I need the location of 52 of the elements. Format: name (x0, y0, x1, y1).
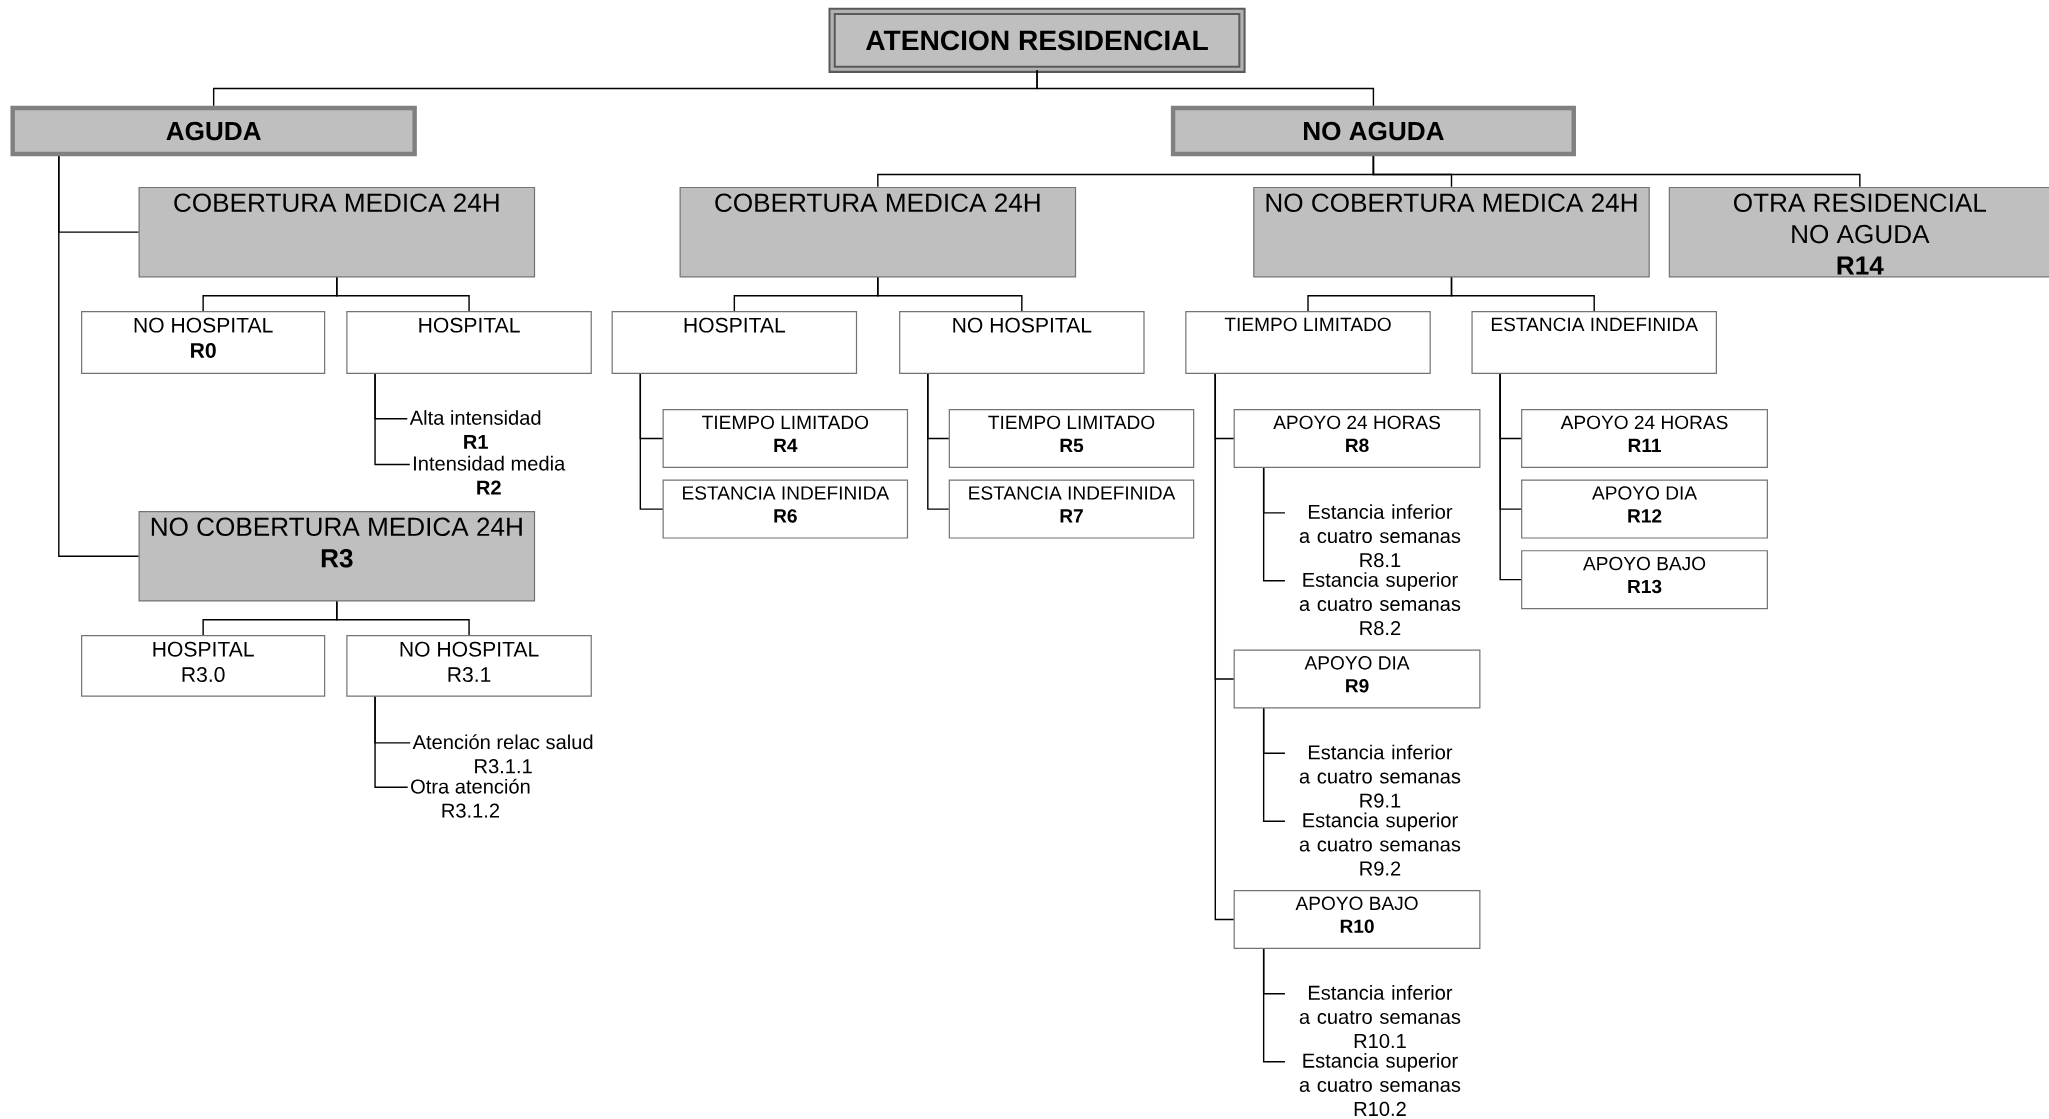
category-band: NO AGUDA (1170, 106, 1576, 157)
connector-line (336, 601, 470, 636)
group-box: COBERTURA MEDICA 24H (138, 187, 536, 278)
category-box: ESTANCIA INDEFINIDA R7 (948, 479, 1195, 539)
category-box: APOYO 24 HORAS R11 (1521, 409, 1768, 469)
category-box: HOSPITAL R3.0 (81, 635, 326, 697)
category-box: APOYO DIA R9 (1233, 649, 1481, 709)
leaf-label: Otra atención R3.1.2 (411, 778, 530, 818)
connector-line (927, 373, 950, 510)
category-box: NO HOSPITAL R3.1 (346, 635, 592, 697)
leaf-label: Estancia superior a cuatro semanas R10.2 (1299, 1053, 1461, 1117)
connector-line (1372, 155, 1861, 188)
connector-line (639, 373, 664, 510)
leaf-label: Intensidad media R2 (414, 456, 566, 495)
connector-line (1214, 373, 1235, 921)
connector-line (1450, 276, 1595, 312)
leaf-label: Estancia superior a cuatro semanas R9.2 (1299, 812, 1461, 876)
group-box: OTRA RESIDENCIAL NO AGUDA R14 (1668, 187, 2049, 278)
category-box: NO HOSPITAL R0 (81, 311, 326, 375)
leaf-label: Estancia superior a cuatro semanas R8.2 (1299, 572, 1461, 636)
leaf-label: Alta intensidad R1 (409, 410, 541, 450)
category-box: ESTANCIA INDEFINIDA (1471, 311, 1717, 375)
connector-line (58, 155, 140, 558)
category-box: HOSPITAL (346, 311, 592, 375)
category-box: APOYO DIA R12 (1521, 479, 1768, 539)
category-box: NO HOSPITAL (899, 311, 1145, 375)
leaf-label: Estancia inferior a cuatro semanas R8.1 (1299, 504, 1461, 568)
connector-line (1036, 69, 1375, 107)
group-box: NO COBERTURA MEDICA 24H (1253, 187, 1650, 278)
category-box: HOSPITAL (611, 311, 858, 375)
connector-line (336, 276, 470, 312)
connector-line (374, 373, 411, 466)
connector-line (877, 276, 1023, 312)
category-band: AGUDA (10, 106, 417, 157)
connector-line (374, 696, 409, 789)
leaf-label: Estancia inferior a cuatro semanas R9.1 (1299, 744, 1461, 808)
connector-line (1262, 948, 1286, 1063)
category-box: APOYO BAJO R10 (1233, 890, 1481, 950)
category-box: TIEMPO LIMITADO (1185, 311, 1431, 375)
leaf-label: Atención relac salud R3.1.1 (412, 734, 593, 774)
connector-line (1499, 373, 1522, 581)
category-box: APOYO 24 HORAS R8 (1233, 409, 1481, 469)
category-box: APOYO BAJO R13 (1521, 550, 1768, 610)
title-box: ATENCION RESIDENCIAL (828, 8, 1246, 74)
group-box: COBERTURA MEDICA 24H (679, 187, 1077, 278)
group-box: NO COBERTURA MEDICA 24H R3 (138, 511, 536, 602)
category-box: TIEMPO LIMITADO R5 (948, 409, 1195, 469)
category-box: TIEMPO LIMITADO R4 (662, 409, 909, 469)
category-box: ESTANCIA INDEFINIDA R6 (662, 479, 909, 539)
connector-line (1262, 467, 1286, 582)
connector-line (1262, 708, 1286, 823)
leaf-label: Estancia inferior a cuatro semanas R10.1 (1299, 985, 1461, 1049)
